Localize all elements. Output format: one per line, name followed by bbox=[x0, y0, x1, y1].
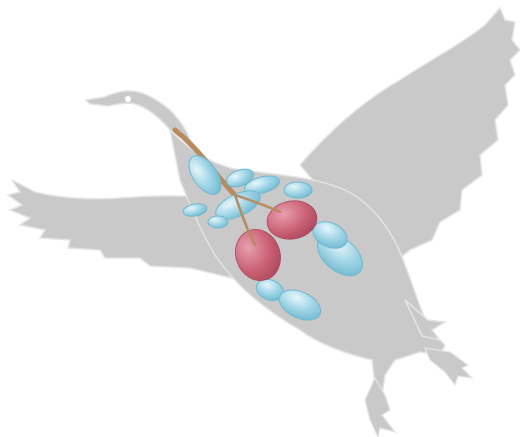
anterior-thoracic-air-sac bbox=[284, 182, 312, 198]
foot-left bbox=[365, 378, 395, 437]
eye bbox=[125, 96, 131, 102]
goose-silhouette bbox=[8, 8, 520, 395]
foot-right bbox=[425, 348, 472, 385]
front-air-sac bbox=[208, 216, 228, 228]
